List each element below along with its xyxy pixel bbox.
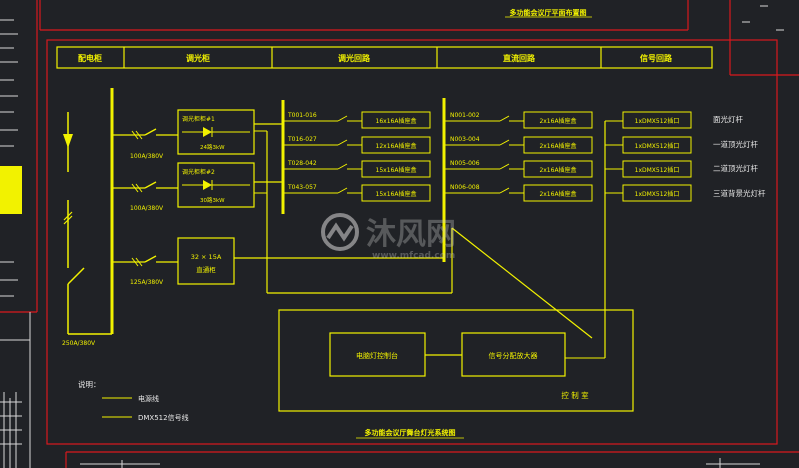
signal-port-3: 1xDMX512插口 bbox=[635, 166, 680, 174]
breaker-label-3: 125A/380V bbox=[130, 279, 164, 286]
signal-port-2: 1xDMX512插口 bbox=[635, 142, 680, 150]
legend-title: 说明： bbox=[78, 379, 101, 389]
dc-circuit-label-4: N006-008 bbox=[450, 184, 480, 191]
dc-box-1: 2x16A插座盒 bbox=[539, 117, 576, 125]
top-title: 多功能会议厅平面布置图 bbox=[510, 8, 587, 17]
dimmer-2-name: 调光柜柜#2 bbox=[182, 168, 215, 176]
dimmer-1-name: 调光柜柜#1 bbox=[182, 115, 215, 123]
position-3: 二道顶光灯杆 bbox=[713, 163, 758, 173]
dc-circuit-label-3: N005-006 bbox=[450, 160, 480, 167]
watermark-url: www.mfcad.com bbox=[372, 251, 455, 261]
dimmer-2-rating: 30路3kW bbox=[200, 196, 225, 204]
signal-port-1: 1xDMX512插口 bbox=[635, 117, 680, 125]
breaker-branches: 100A/380V 100A/380V 125A/380V bbox=[112, 128, 178, 286]
position-4: 三道背景光灯杆 bbox=[713, 188, 766, 198]
dimmer-cabinet-1: 调光柜柜#1 24路3kW bbox=[177, 109, 255, 155]
main-breaker-label: 250A/380V bbox=[62, 340, 96, 347]
dim-circuit-label-2: T016-027 bbox=[287, 136, 317, 143]
diagram-title: 多功能会议厅舞台灯光系统图 bbox=[365, 428, 456, 437]
legend-power-line: 电源线 bbox=[138, 394, 159, 403]
dim-circuit-label-1: T001-016 bbox=[287, 112, 317, 119]
dim-box-4: 15x16A插座盒 bbox=[376, 190, 417, 198]
dim-circuit-label-3: T028-042 bbox=[287, 160, 317, 167]
legend: 说明： 电源线 DMX512信号线 bbox=[78, 379, 189, 422]
breaker-label-1: 100A/380V bbox=[130, 153, 164, 160]
signal-splitter: 信号分配放大器 bbox=[489, 351, 538, 360]
dc-box-2: 2x16A插座盒 bbox=[539, 142, 576, 150]
watermark-logo-icon bbox=[321, 213, 359, 251]
dimmer-output-bus bbox=[254, 100, 285, 214]
dim-box-2: 12x16A插座盒 bbox=[376, 142, 417, 150]
header-signal-circuits: 信号回路 bbox=[640, 53, 673, 63]
dim-circuit-label-4: T043-057 bbox=[287, 184, 317, 191]
dc-output-bus bbox=[234, 98, 446, 262]
dc-through-box: 32 × 15A 直通柜 bbox=[177, 237, 235, 285]
watermark: 沐风网 www.mfcad.com bbox=[321, 213, 456, 261]
dim-circuit-rows: T001-016 16x16A插座盒 T016-027 12x16A插座盒 T0… bbox=[283, 111, 431, 202]
lighting-console: 电脑灯控制台 bbox=[356, 351, 398, 360]
left-edge-block bbox=[0, 166, 22, 214]
header-table: 配电柜 调光柜 调光回路 直流回路 信号回路 bbox=[56, 46, 713, 69]
watermark-brand: 沐风网 bbox=[366, 217, 456, 252]
dc-circuit-rows: N001-002 2x16A插座盒 N003-004 2x16A插座盒 N005… bbox=[444, 111, 593, 202]
dc-box-line1: 32 × 15A bbox=[191, 253, 222, 261]
signal-ports: 1xDMX512插口 1xDMX512插口 1xDMX512插口 1xDMX51… bbox=[622, 111, 766, 202]
position-1: 面光灯杆 bbox=[713, 114, 743, 124]
dimmer-cabinet-2: 调光柜柜#2 30路3kW bbox=[177, 162, 255, 208]
dc-circuit-label-2: N003-004 bbox=[450, 136, 480, 143]
header-dimmer: 调光柜 bbox=[186, 53, 210, 63]
control-room-label: 控 制 室 bbox=[561, 390, 589, 400]
breaker-label-2: 100A/380V bbox=[130, 205, 164, 212]
dc-box-4: 2x16A插座盒 bbox=[539, 190, 576, 198]
position-2: 一道顶光灯杆 bbox=[713, 139, 758, 149]
header-distribution: 配电柜 bbox=[78, 53, 102, 63]
dimmer-1-rating: 24路3kW bbox=[200, 143, 225, 151]
main-feeder: 250A/380V bbox=[62, 112, 112, 347]
header-dc-circuits: 直流回路 bbox=[503, 53, 536, 63]
dc-circuit-label-1: N001-002 bbox=[450, 112, 480, 119]
dc-box-line2: 直通柜 bbox=[196, 265, 216, 274]
dim-box-3: 15x16A插座盒 bbox=[376, 166, 417, 174]
signal-port-4: 1xDMX512插口 bbox=[635, 190, 680, 198]
control-room: 电脑灯控制台 信号分配放大器 控 制 室 bbox=[278, 309, 634, 412]
legend-dmx-line: DMX512信号线 bbox=[138, 413, 189, 422]
signal-bus bbox=[254, 120, 623, 359]
dc-box-3: 2x16A插座盒 bbox=[539, 166, 576, 174]
header-dim-circuits: 调光回路 bbox=[338, 53, 371, 63]
dim-box-1: 16x16A插座盒 bbox=[376, 117, 417, 125]
